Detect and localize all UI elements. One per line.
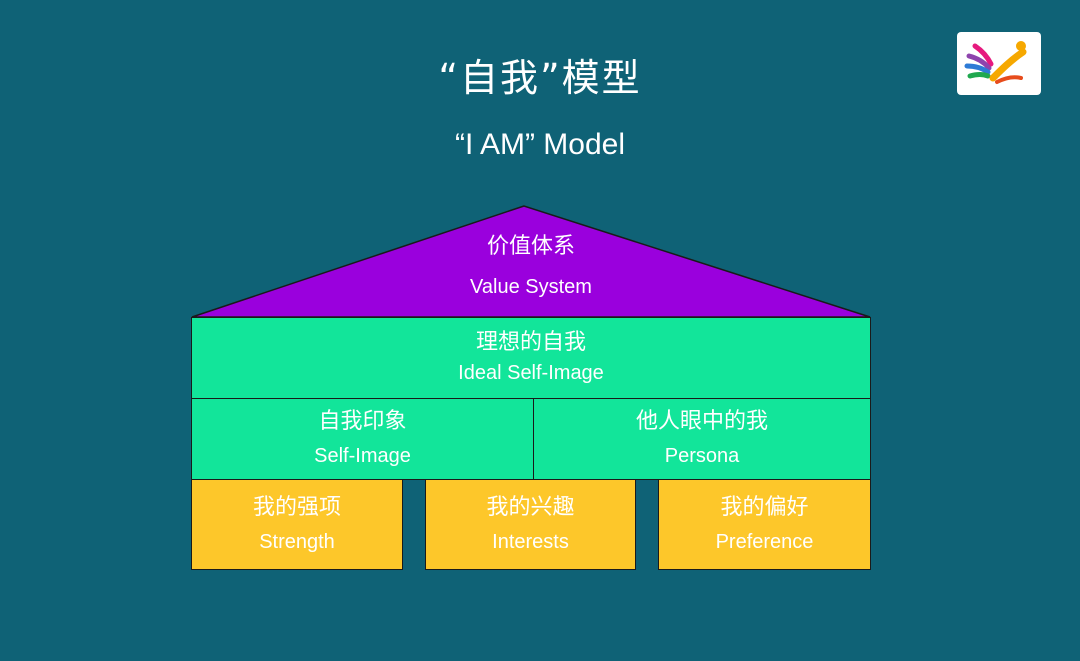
preference-en: Preference <box>715 530 814 553</box>
interests-en: Interests <box>492 530 569 553</box>
persona-en: Persona <box>664 445 740 467</box>
value-system-label: 价值体系 Value System <box>191 232 871 302</box>
colorful-fan-figure-logo-icon <box>964 41 1027 84</box>
strength-en: Strength <box>259 530 335 553</box>
self-image-en: Self-Image <box>314 445 411 467</box>
interests-zh: 我的兴趣 <box>486 494 575 520</box>
persona-zh: 他人眼中的我 <box>635 409 768 434</box>
ideal-self-image-zh: 理想的自我 <box>475 330 586 355</box>
strength-block: 我的强项 Strength <box>191 479 403 570</box>
preference-zh: 我的偏好 <box>720 494 809 520</box>
value-system-zh: 价值体系 <box>486 234 575 259</box>
brand-logo <box>957 32 1041 95</box>
slide-title-english: “I AM” Model <box>454 128 626 161</box>
ideal-self-image-en: Ideal Self-Image <box>458 362 604 384</box>
slide-title-chinese: “自我”模型 <box>438 56 642 100</box>
persona-block: 他人眼中的我 Persona <box>533 398 871 480</box>
interests-block: 我的兴趣 Interests <box>425 479 636 570</box>
value-system-en: Value System <box>470 276 592 298</box>
self-image-zh: 自我印象 <box>318 409 407 434</box>
strength-zh: 我的强项 <box>252 494 341 520</box>
preference-block: 我的偏好 Preference <box>658 479 871 570</box>
self-image-block: 自我印象 Self-Image <box>191 398 534 480</box>
ideal-self-image-block: 理想的自我 Ideal Self-Image <box>191 317 871 399</box>
